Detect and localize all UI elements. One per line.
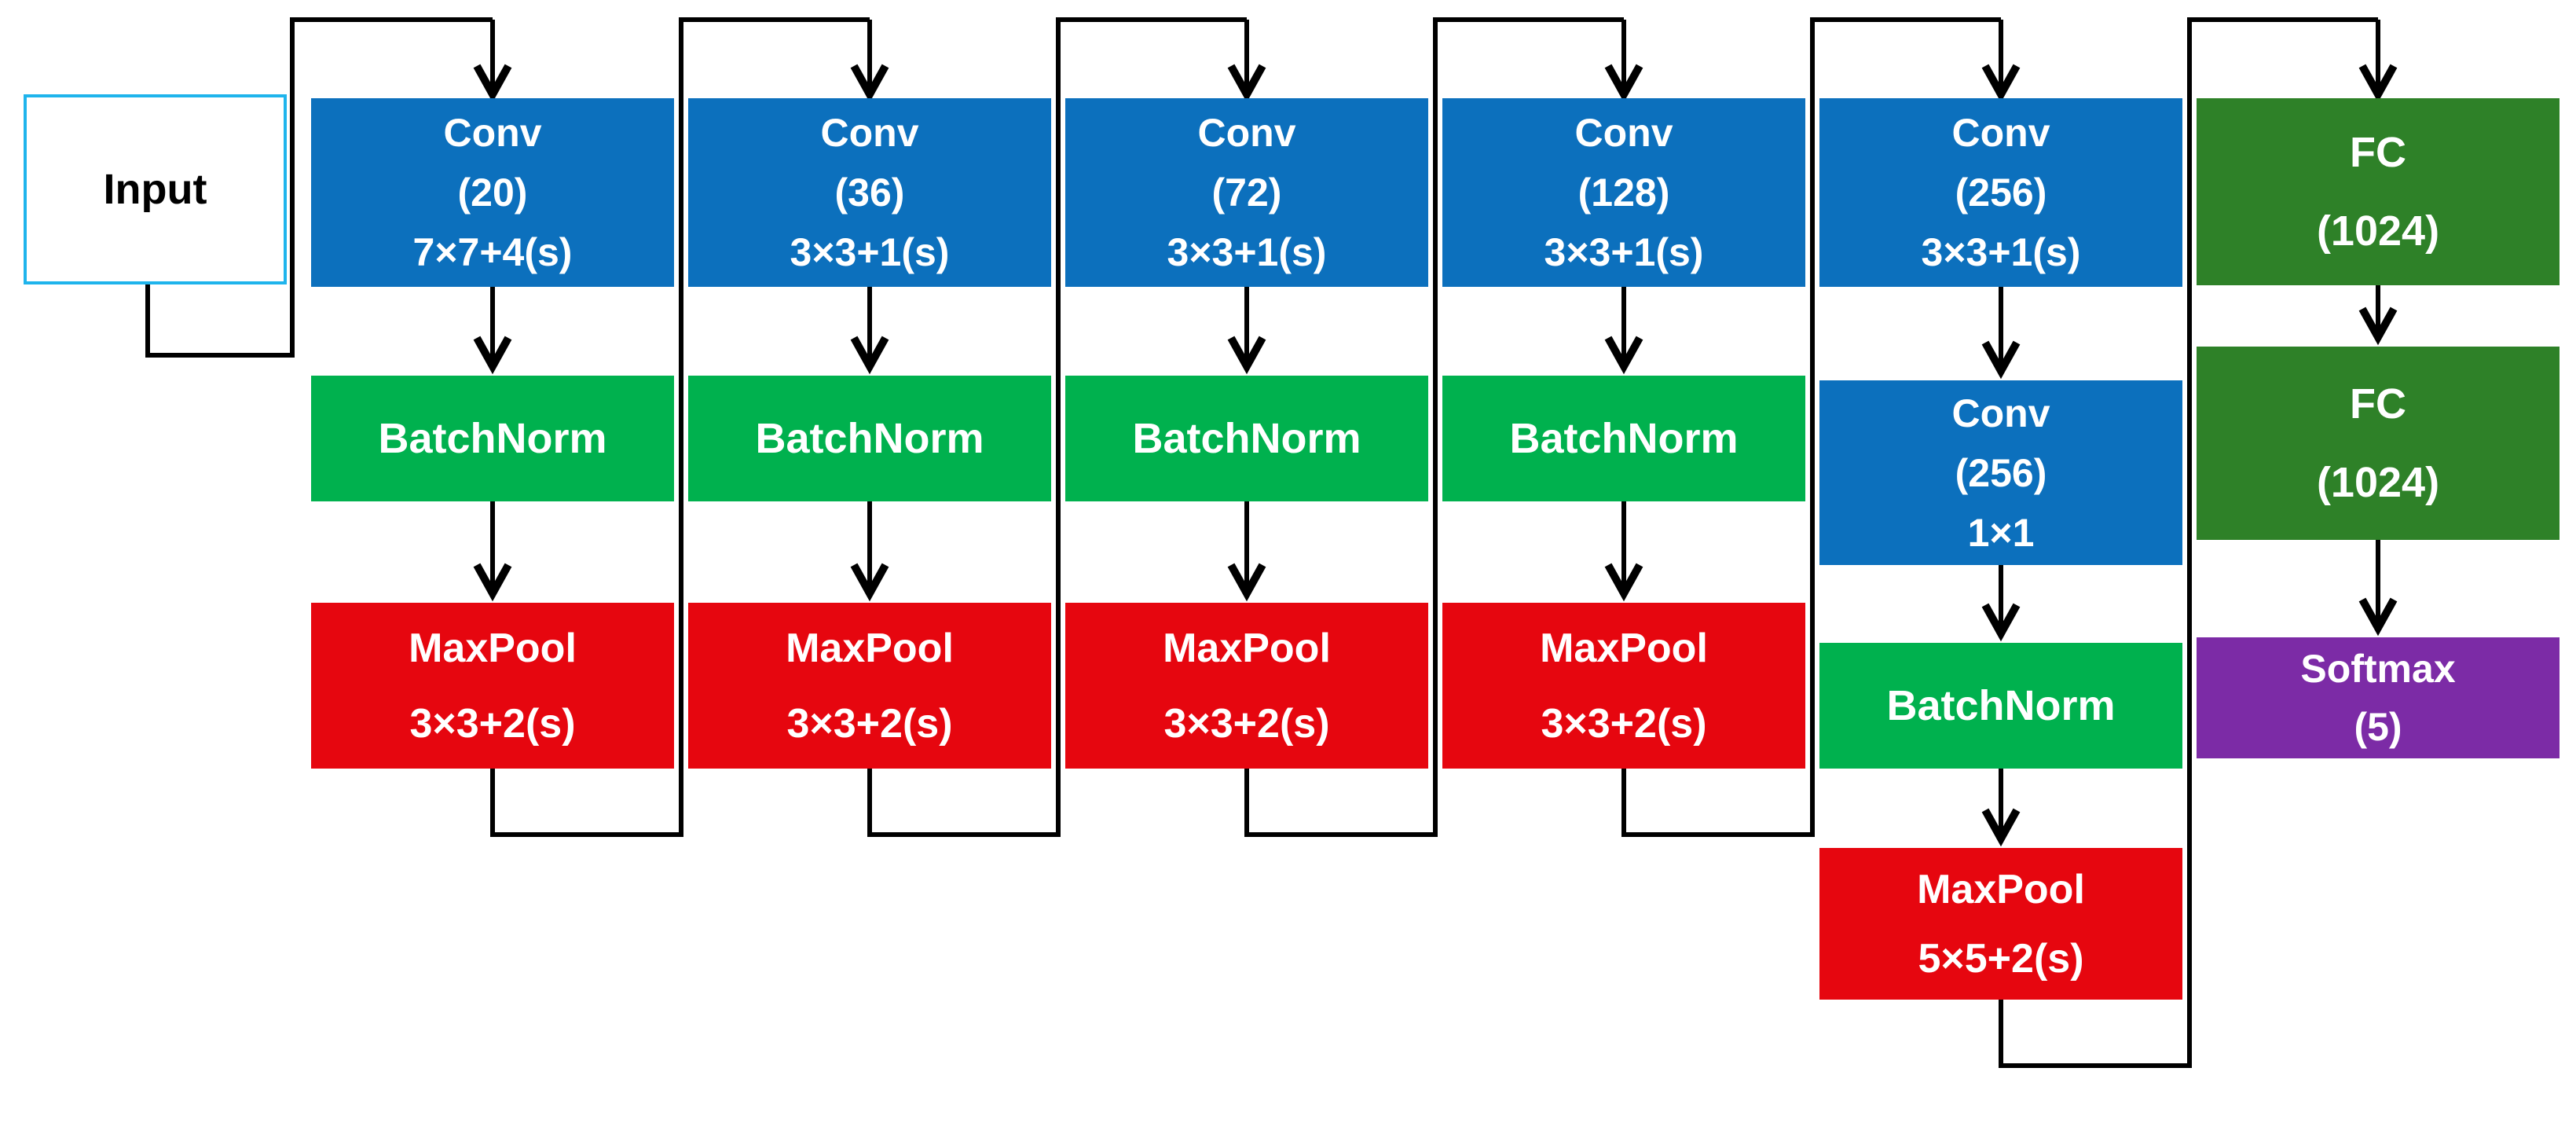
arrow-down-icon [2358,20,2398,103]
stage1-batchnorm-block: BatchNorm [311,376,674,501]
block-label-line: BatchNorm [1132,415,1361,462]
block-label-line: BatchNorm [1509,415,1739,462]
classifier-fc2-block: FC (1024) [2197,347,2560,540]
arrow-down-icon [1227,20,1266,103]
stage1-to-stage2-wire [490,17,870,837]
stage4-conv-block: Conv (128) 3×3+1(s) [1442,98,1805,287]
block-label-line: MaxPool [1163,625,1331,671]
classifier-fc1-block: FC (1024) [2197,98,2560,285]
block-label-line: BatchNorm [378,415,607,462]
arrow-down-icon [1604,20,1643,103]
stage4-maxpool-block: MaxPool 3×3+2(s) [1442,603,1805,769]
block-label-line: 3×3+1(s) [1921,230,2081,274]
block-label-line: (20) [457,171,528,215]
block-label-line: MaxPool [786,625,954,671]
arrow-down-icon [1604,501,1643,602]
block-label-line: (128) [1577,171,1670,215]
block-label-line: (1024) [2316,459,2440,506]
arrow-down-icon [850,20,889,103]
block-label-line: FC [2350,380,2406,428]
stage5-to-classifier-wire [1999,17,2378,1068]
stage2-maxpool-block: MaxPool 3×3+2(s) [688,603,1051,769]
arrow-down-icon [1981,20,2021,103]
block-label-line: (72) [1211,171,1282,215]
block-label-line: Conv [820,111,919,155]
block-label-line: BatchNorm [755,415,984,462]
block-label-line: 3×3+2(s) [786,700,953,747]
arrow-down-icon [1227,501,1266,602]
stage2-to-stage3-wire [867,17,1247,837]
arrow-down-icon [850,501,889,602]
block-label-line: 7×7+4(s) [412,230,573,274]
block-label-line: (36) [834,171,905,215]
block-label-line: 3×3+2(s) [409,700,576,747]
stage4-to-stage5-wire [1621,17,2001,837]
block-label-line: Conv [443,111,542,155]
block-label-line: FC [2350,129,2406,176]
arrow-down-icon [850,287,889,375]
block-label-line: 5×5+2(s) [1918,935,2084,982]
stage1-maxpool-block: MaxPool 3×3+2(s) [311,603,674,769]
classifier-softmax-block: Softmax (5) [2197,637,2560,758]
input-label: Input [103,166,207,213]
stage5-conv1-block: Conv (256) 3×3+1(s) [1819,98,2182,287]
input-block: Input [24,94,287,284]
input-to-stage1-wire [145,17,493,358]
arrow-down-icon [1981,769,2021,847]
stage3-to-stage4-wire [1244,17,1624,837]
block-label-line: 3×3+2(s) [1541,700,1707,747]
stage4-batchnorm-block: BatchNorm [1442,376,1805,501]
block-label-line: (256) [1955,450,2047,495]
block-label-line: MaxPool [1917,866,2085,912]
block-label-line: Conv [1574,111,1673,155]
block-label-line: 3×3+1(s) [1167,230,1327,274]
arrow-down-icon [1227,287,1266,375]
block-label-line: (1024) [2316,207,2440,255]
arrow-down-icon [473,20,512,103]
arrow-down-icon [1604,287,1643,375]
stage2-conv-block: Conv (36) 3×3+1(s) [688,98,1051,287]
arrow-down-icon [473,501,512,602]
stage1-conv-block: Conv (20) 7×7+4(s) [311,98,674,287]
block-label-line: (5) [2354,705,2402,749]
block-label-line: 3×3+2(s) [1163,700,1330,747]
arrow-down-icon [1981,287,2021,380]
block-label-line: Conv [1951,391,2050,435]
arrow-down-icon [2358,285,2398,346]
stage3-batchnorm-block: BatchNorm [1065,376,1428,501]
block-label-line: 1×1 [1967,510,2035,555]
block-label-line: MaxPool [1540,625,1708,671]
stage3-conv-block: Conv (72) 3×3+1(s) [1065,98,1428,287]
stage5-batchnorm-block: BatchNorm [1819,643,2182,769]
stage2-batchnorm-block: BatchNorm [688,376,1051,501]
block-label-line: MaxPool [409,625,577,671]
block-label-line: (256) [1955,171,2047,215]
block-label-line: Conv [1197,111,1296,155]
arrow-down-icon [2358,540,2398,637]
block-label-line: Softmax [2300,647,2456,691]
block-label-line: BatchNorm [1886,682,2116,729]
block-label-line: 3×3+1(s) [790,230,950,274]
arrow-down-icon [1981,565,2021,642]
stage5-maxpool-block: MaxPool 5×5+2(s) [1819,848,2182,1000]
stage3-maxpool-block: MaxPool 3×3+2(s) [1065,603,1428,769]
block-label-line: Conv [1951,111,2050,155]
block-label-line: 3×3+1(s) [1544,230,1704,274]
arrow-down-icon [473,287,512,375]
stage5-conv2-block: Conv (256) 1×1 [1819,380,2182,565]
